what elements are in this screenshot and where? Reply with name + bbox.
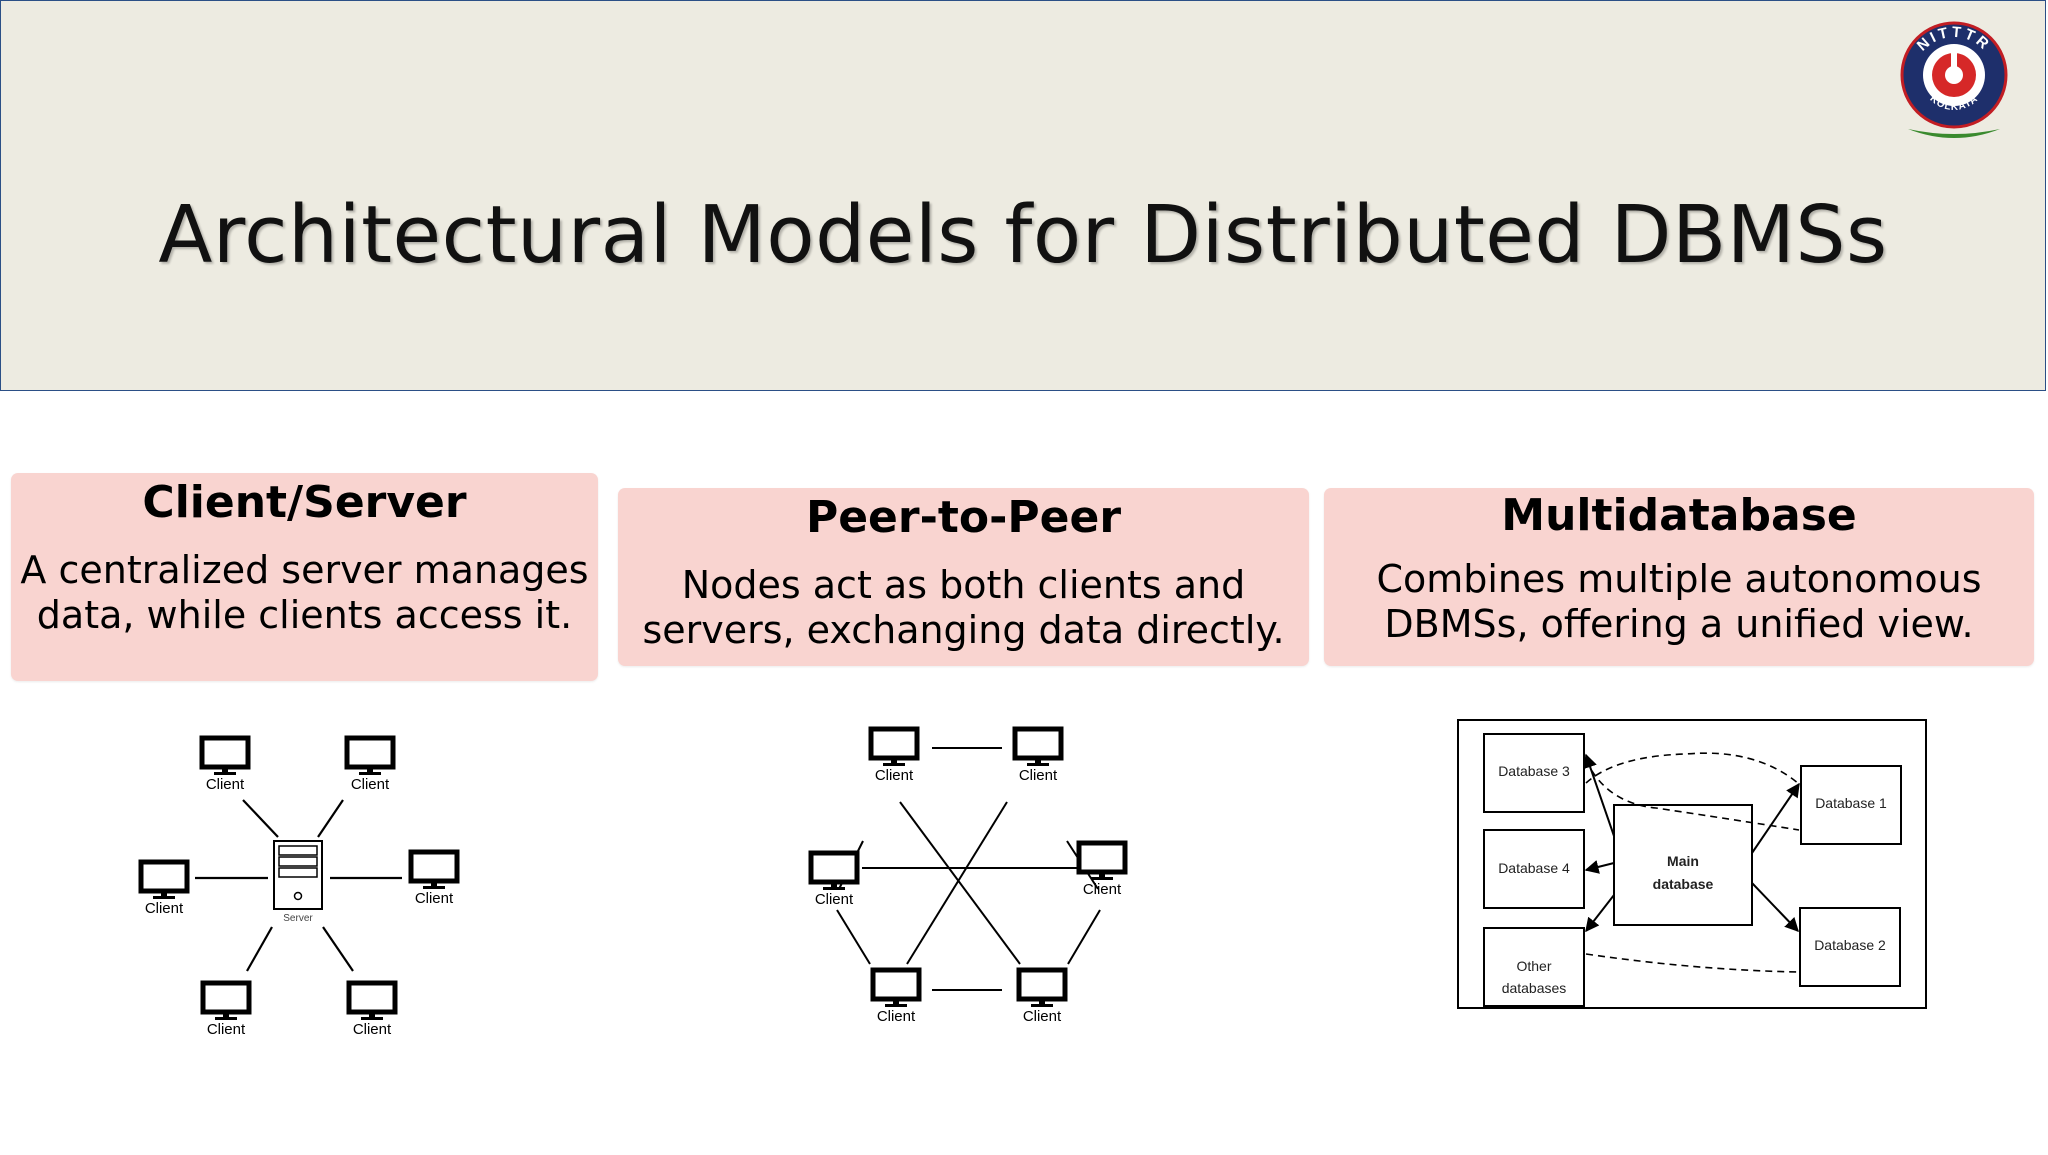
client-label: Client: [877, 1008, 916, 1025]
title-banner: Architectural Models for Distributed DBM…: [0, 0, 2046, 391]
client-label: Client: [207, 1021, 246, 1038]
monitor-icon: [138, 859, 190, 899]
client-label: Client: [1019, 767, 1058, 784]
client-label: Client: [353, 1021, 392, 1038]
server-label: Server: [283, 913, 313, 924]
peer-to-peer-card: Peer-to-Peer Nodes act as both clients a…: [618, 488, 1309, 666]
monitor-icon: [408, 849, 460, 889]
peer-to-peer-heading: Peer-to-Peer: [805, 492, 1122, 543]
other-databases-box: [1483, 927, 1585, 1007]
client-server-heading: Client/Server: [142, 477, 467, 528]
client-server-card: Client/Server A centralized server manag…: [11, 473, 598, 681]
monitor-icon: [344, 735, 396, 775]
peer-to-peer-description: Nodes act as both clients and servers, e…: [642, 563, 1285, 652]
monitor-icon: [199, 735, 251, 775]
multidatabase-card: Multidatabase Combines multiple autonomo…: [1324, 488, 2034, 666]
monitor-icon: [1016, 967, 1068, 1007]
monitor-icon: [1076, 840, 1128, 880]
client-label: Client: [351, 776, 390, 793]
client-label: Client: [415, 890, 454, 907]
database-1-box: [1800, 765, 1902, 845]
client-icons: [138, 735, 460, 1020]
monitor-icon: [1012, 726, 1064, 766]
database-2-box: [1799, 907, 1901, 987]
client-server-description: A centralized server manages data, while…: [20, 548, 589, 637]
nitttr-logo: NITTTR KOLKATA: [1900, 21, 2008, 138]
database-2-label: Database 2: [1814, 937, 1886, 953]
multidatabase-description: Combines multiple autonomous DBMSs, offe…: [1376, 557, 1982, 646]
main-database-label-2: database: [1653, 876, 1714, 892]
database-4-box: [1483, 829, 1585, 909]
monitor-icon: [870, 967, 922, 1007]
client-label: Client: [1023, 1008, 1062, 1025]
slide-title: Architectural Models for Distributed DBM…: [158, 189, 1888, 281]
monitor-icon: [200, 980, 252, 1020]
client-label: Client: [875, 767, 914, 784]
main-database-box: [1613, 804, 1753, 926]
other-databases-label-1: Other: [1516, 958, 1551, 974]
client-label: Client: [206, 776, 245, 793]
client-label: Client: [145, 900, 184, 917]
main-database-label-1: Main: [1667, 853, 1699, 869]
multidatabase-diagram: Database 3 Database 4 Other databases Da…: [1457, 719, 1927, 1009]
database-4-label: Database 4: [1498, 860, 1570, 876]
database-3-label: Database 3: [1498, 763, 1570, 779]
monitor-icon: [868, 726, 920, 766]
database-3-box: [1483, 733, 1585, 813]
multidatabase-heading: Multidatabase: [1501, 490, 1857, 541]
other-databases-label-2: databases: [1502, 980, 1567, 996]
client-label: Client: [815, 891, 854, 908]
monitor-icon: [346, 980, 398, 1020]
monitor-icon: [808, 850, 860, 890]
database-1-label: Database 1: [1815, 795, 1887, 811]
client-label: Client: [1083, 881, 1122, 898]
server-icon: [273, 840, 323, 910]
client-icons: [808, 726, 1128, 1007]
